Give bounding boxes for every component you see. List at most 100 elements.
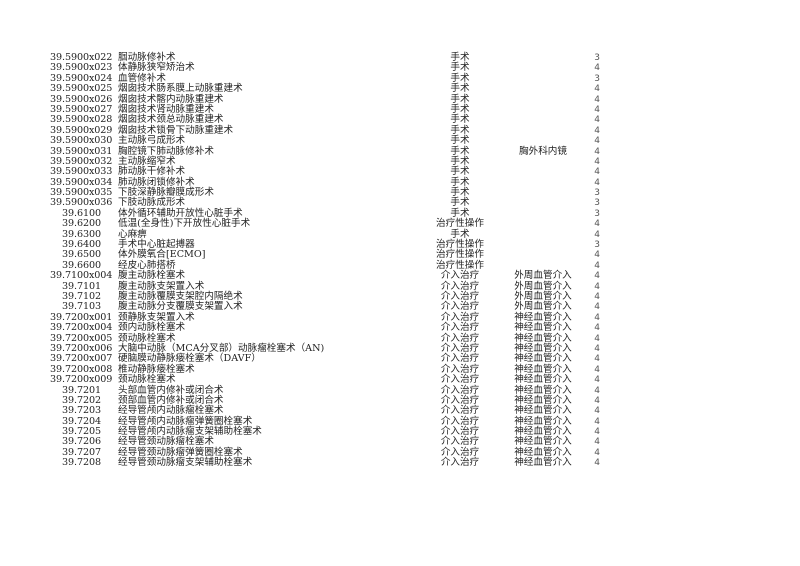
procedure-subcategory: 神经血管介入 [514,446,572,458]
procedure-name: 经皮心肺搭桥 [118,259,176,271]
procedure-name: 颈内动脉栓塞术 [118,322,186,334]
procedure-level: 3 [594,73,600,84]
procedure-category: 介入治疗 [440,415,480,427]
procedure-subcategory: 神经血管介入 [514,322,572,334]
procedure-subcategory: 外周血管介入 [514,290,572,302]
procedure-level: 4 [594,291,600,302]
procedure-code: 39.5900x033 [50,166,113,178]
procedure-level: 4 [594,156,600,167]
procedure-subcategory: 外周血管介入 [514,280,572,292]
procedure-code: 39.7205 [62,426,101,438]
procedure-category: 手术 [450,124,470,136]
procedure-code: 39.5900x022 [50,52,113,63]
procedure-code: 39.7208 [62,457,101,469]
procedure-name: 心麻痹 [118,228,147,240]
procedure-name: 烟囱技术肾动脉重建术 [118,103,214,115]
procedure-level: 4 [594,427,600,438]
procedure-code: 39.7200x004 [50,322,113,334]
procedure-name: 胸腔镜下肺动脉修补术 [118,145,214,157]
procedure-level: 4 [594,271,600,282]
procedure-code: 39.5900x024 [50,72,113,84]
procedure-level: 4 [594,312,600,323]
procedure-level: 4 [594,323,600,334]
procedure-code: 39.5900x032 [50,155,113,167]
procedure-name: 经导管颅内动脉瘤支架辅助栓塞术 [118,426,262,438]
procedure-code: 39.6500 [62,249,101,261]
procedure-code: 39.5900x023 [50,62,113,74]
procedure-name: 低温(全身性)下开放性心脏手术 [118,218,251,230]
procedure-code: 39.7200x006 [50,342,113,354]
procedure-level: 4 [594,281,600,292]
procedure-subcategory: 神经血管介入 [514,353,572,365]
procedure-category: 手术 [450,135,470,147]
procedure-level: 4 [594,250,600,261]
procedure-code: 39.7100x004 [50,270,113,282]
procedure-level: 4 [594,84,600,95]
procedure-code: 39.7101 [62,280,101,292]
procedure-code: 39.5900x027 [50,103,113,115]
procedure-name: 主动脉弓成形术 [118,135,186,147]
procedure-level: 4 [594,354,600,365]
procedure-category: 治疗性操作 [436,249,484,261]
procedure-subcategory: 神经血管介入 [514,405,572,417]
procedure-code: 39.5900x036 [50,197,113,209]
procedure-subcategory: 神经血管介入 [514,426,572,438]
procedure-level: 4 [594,375,600,386]
procedure-name: 体外循环辅助开放性心脏手术 [118,207,243,219]
procedure-subcategory: 神经血管介入 [514,457,572,469]
procedure-level: 3 [594,208,600,219]
procedure-category: 手术 [450,187,470,199]
procedure-code: 39.7102 [62,290,101,302]
procedure-category: 介入治疗 [440,332,480,344]
procedure-category: 介入治疗 [440,280,480,292]
procedure-name: 颈部血管内修补或闭合术 [118,394,224,406]
procedure-code: 39.7203 [62,405,101,417]
procedure-code: 39.7201 [62,384,101,396]
procedure-name: 主动脉缩窄术 [118,155,176,167]
procedure-category: 治疗性操作 [436,259,484,271]
procedure-code: 39.6600 [62,259,101,271]
procedure-name: 血管修补术 [118,72,166,84]
procedure-code: 39.7204 [62,415,101,427]
procedure-level: 4 [594,260,600,271]
procedure-category: 介入治疗 [440,342,480,354]
procedure-code: 39.7200x001 [50,311,113,323]
procedure-subcategory: 胸外科内镜 [519,145,567,157]
procedure-level: 4 [594,177,600,188]
procedure-category: 手术 [450,207,470,219]
procedure-name: 腘动脉修补术 [118,52,176,63]
procedure-category: 手术 [450,166,470,178]
procedure-name: 椎动静脉瘘栓塞术 [118,363,195,375]
procedure-category: 介入治疗 [440,426,480,438]
procedure-level: 4 [594,115,600,126]
procedure-name: 烟囱技术锁骨下动脉重建术 [118,124,234,136]
procedure-category: 手术 [450,197,470,209]
procedure-name: 肺动脉干修补术 [118,166,186,178]
procedure-code: 39.7200x005 [50,332,113,344]
procedure-code: 39.5900x029 [50,124,113,136]
procedure-name: 颈静脉支架置入术 [118,311,195,323]
procedure-name: 腹主动脉支架置入术 [118,280,205,292]
procedure-category: 介入治疗 [440,394,480,406]
procedure-category: 介入治疗 [440,322,480,334]
procedure-name: 颈动脉栓塞术 [118,374,176,386]
procedure-level: 4 [594,104,600,115]
procedure-code: 39.6200 [62,218,101,230]
procedure-name: 下肢动脉成形术 [118,197,186,209]
procedure-category: 介入治疗 [440,311,480,323]
procedure-code: 39.5900x034 [50,176,113,188]
procedure-name: 手术中心脏起搏器 [118,239,195,251]
procedure-category: 治疗性操作 [436,218,484,230]
procedure-name: 经导管颈动脉瘤支架辅助栓塞术 [118,457,253,469]
procedure-subcategory: 神经血管介入 [514,311,572,323]
procedure-category: 手术 [450,114,470,126]
procedure-level: 3 [594,188,600,199]
procedure-level: 4 [594,385,600,396]
procedure-code: 39.5900x035 [50,187,113,199]
procedure-level: 3 [594,240,600,251]
procedure-level: 4 [594,229,600,240]
procedure-name: 经导管颅内动脉瘤弹簧圈栓塞术 [118,415,253,427]
procedure-name: 烟囱技术肠系膜上动脉重建术 [118,83,243,95]
procedure-category: 介入治疗 [440,270,480,282]
procedure-category: 介入治疗 [440,374,480,386]
